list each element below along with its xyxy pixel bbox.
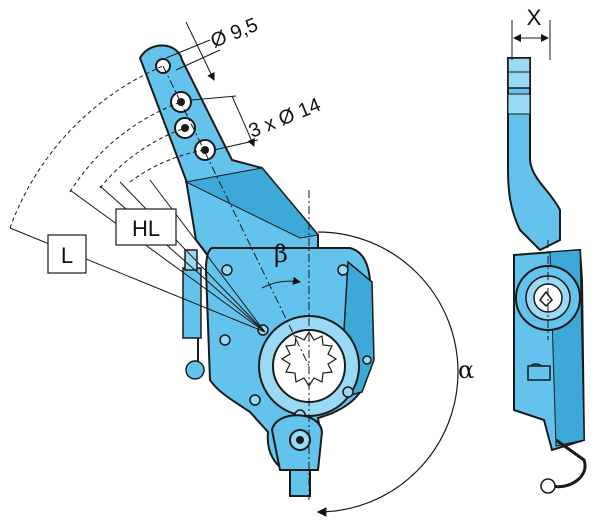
beta-arc: [261, 276, 301, 289]
side-fittings: [527, 363, 587, 494]
beta-label: β: [274, 240, 288, 268]
alpha-arc: [316, 231, 459, 517]
hole-length-label-box: HL: [115, 208, 177, 246]
hole-length-label: HL: [132, 216, 160, 241]
length-label-box: L: [47, 234, 87, 274]
side-view: X: [507, 5, 587, 494]
front-view: [9, 21, 459, 517]
hole-dimension-lines: [165, 21, 259, 151]
alpha-label: α: [458, 356, 474, 384]
adjust-hole-1: [170, 91, 192, 113]
adjust-hole-2: [174, 117, 196, 139]
width-dimension: [511, 20, 551, 60]
side-valve: [182, 249, 205, 380]
adjust-hole-3: [194, 139, 216, 161]
adjust-holes-label: 3 x Ø 14: [246, 94, 324, 143]
lever-arm-shadow: [184, 167, 319, 239]
pin-hole-label: Ø 9,5: [208, 14, 262, 53]
construction-lines: [9, 65, 459, 517]
bottom-clevis: [270, 414, 324, 497]
width-label: X: [527, 5, 542, 30]
length-label: L: [61, 243, 73, 268]
bpw-logo-icon: [515, 265, 581, 331]
